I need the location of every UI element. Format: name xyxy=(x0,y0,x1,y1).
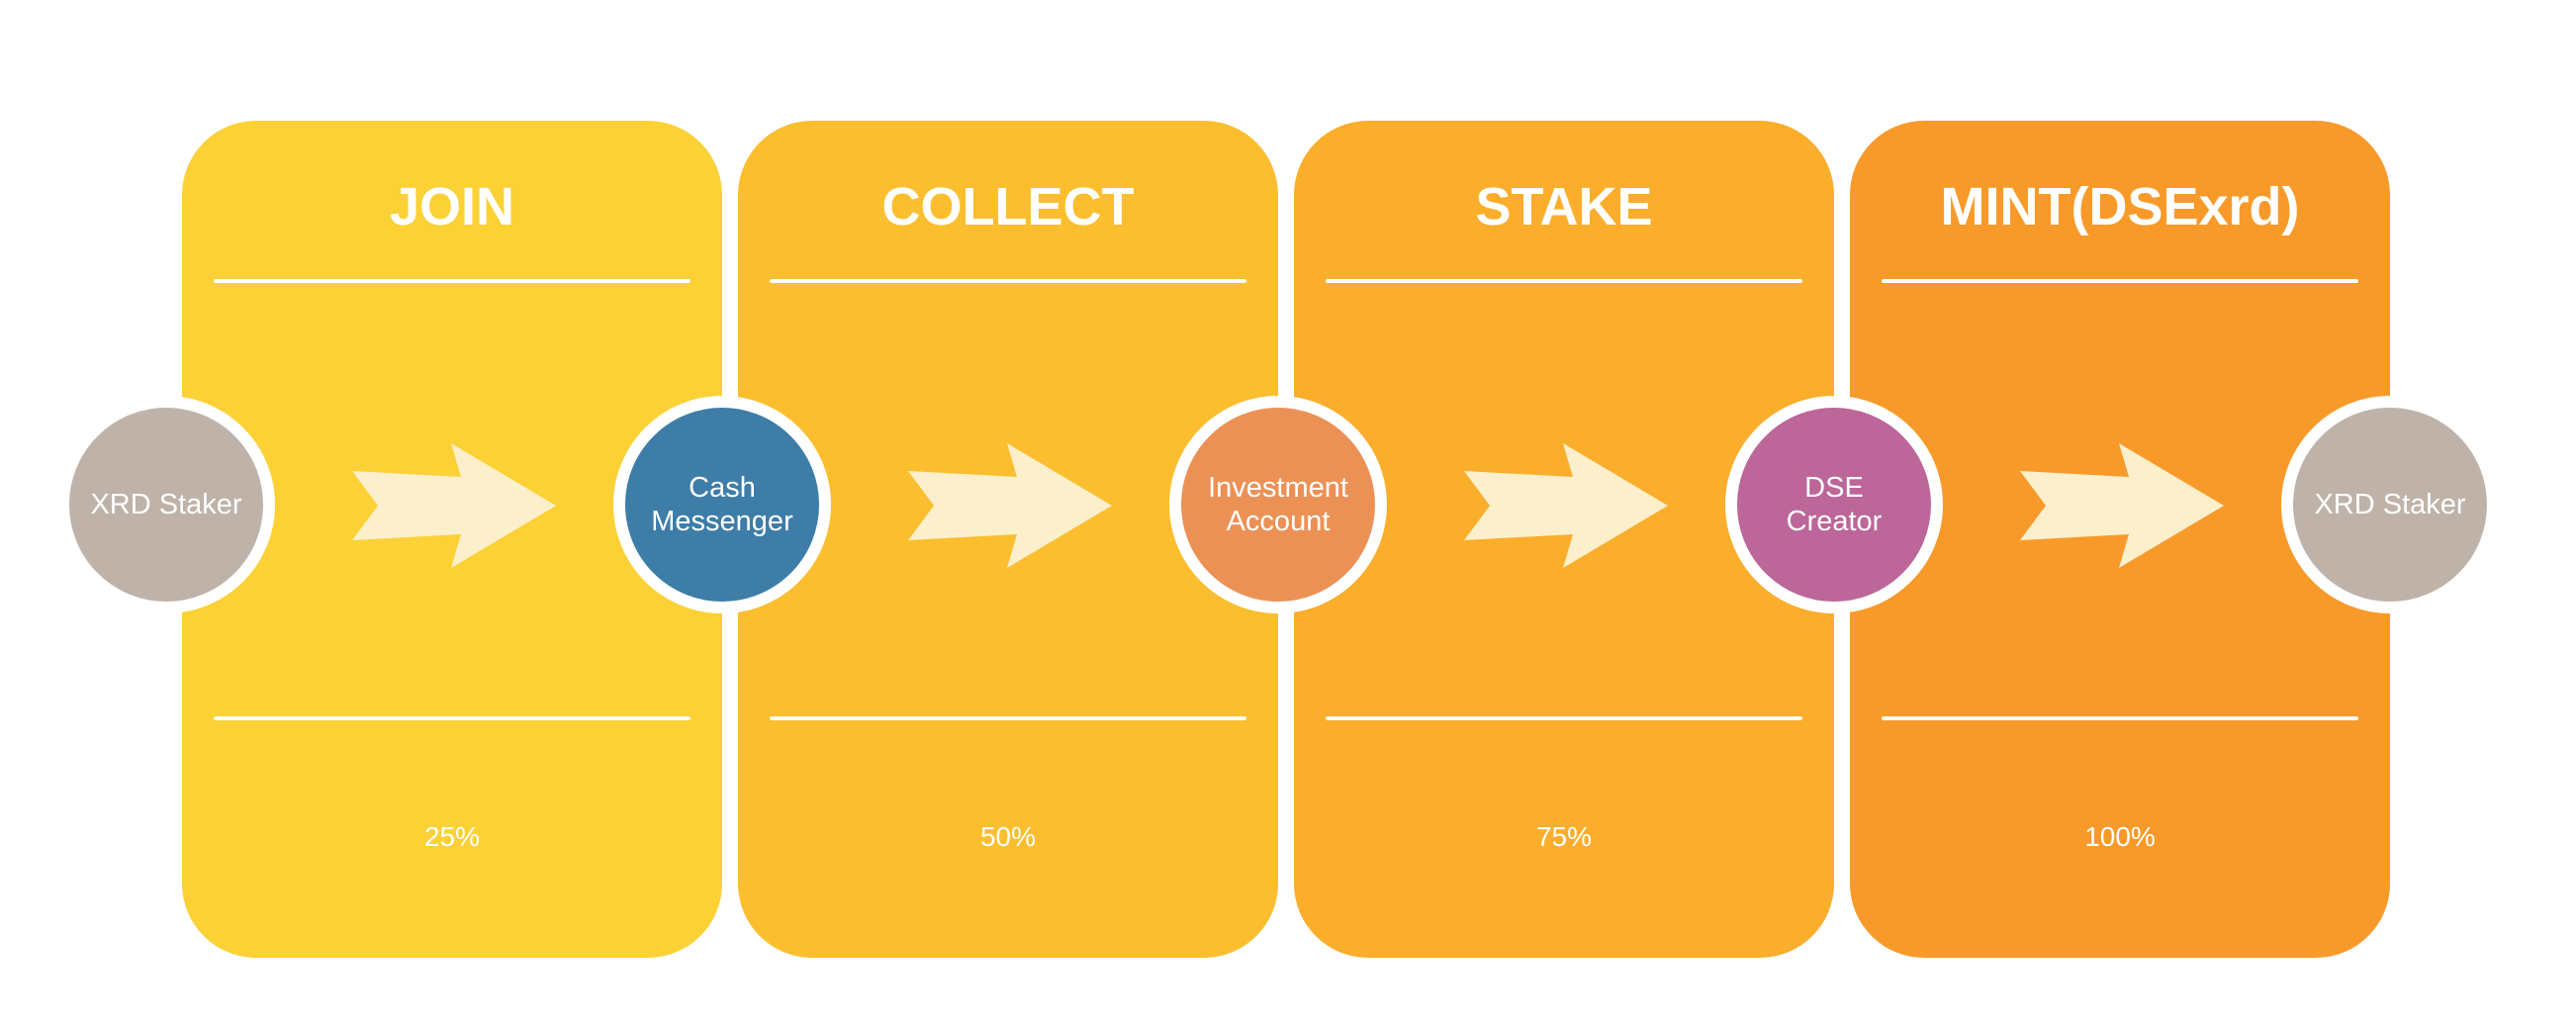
node-label: Cash Messenger xyxy=(651,472,793,537)
node-investment-account: Investment Account xyxy=(1169,396,1387,613)
divider-bottom xyxy=(770,716,1246,720)
node-xrd-staker-end: XRD Staker xyxy=(2281,396,2499,613)
arrow-right-icon xyxy=(352,443,556,568)
stage-percent: 100% xyxy=(2084,821,2156,852)
stage-title: COLLECT xyxy=(881,177,1135,236)
node-label: XRD Staker xyxy=(2314,489,2466,520)
node-label: Investment Account xyxy=(1208,472,1348,537)
divider-top xyxy=(1326,279,1802,283)
stage-percent: 75% xyxy=(1535,821,1593,852)
divider-top xyxy=(770,279,1246,283)
arrow-right-icon xyxy=(1464,443,1668,568)
divider-bottom xyxy=(1882,716,2358,720)
node-xrd-staker-start: XRD Staker xyxy=(57,396,275,613)
divider-top xyxy=(214,279,690,283)
stage-title: JOIN xyxy=(389,177,515,236)
node-dse-creator: DSE Creator xyxy=(1725,396,1943,613)
stage-title: STAKE xyxy=(1475,177,1653,236)
node-label: DSE Creator xyxy=(1786,472,1883,537)
divider-bottom xyxy=(214,716,690,720)
node-cash-messenger: Cash Messenger xyxy=(613,396,831,613)
stage-title: MINT(DSExrd) xyxy=(1940,177,2300,236)
divider-bottom xyxy=(1326,716,1802,720)
divider-top xyxy=(1882,279,2358,283)
arrow-right-icon xyxy=(908,443,1112,568)
arrow-right-icon xyxy=(2020,443,2224,568)
stage-percent: 25% xyxy=(423,821,481,852)
stage-percent: 50% xyxy=(979,821,1037,852)
node-label: XRD Staker xyxy=(90,489,242,520)
